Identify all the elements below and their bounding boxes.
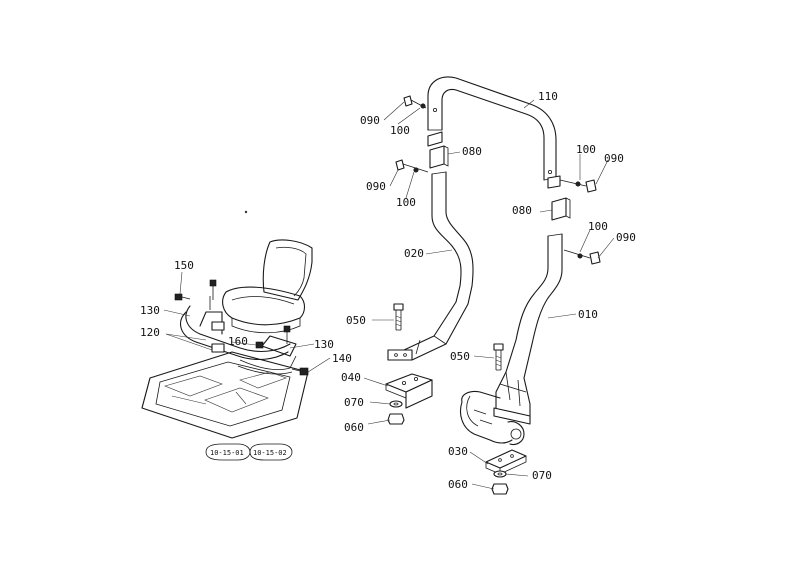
- callout-labels: 110 090 100 080 100 090 090 100 080 100 …: [140, 90, 636, 491]
- label-090-mid-left: 090: [366, 180, 386, 193]
- label-060-right: 060: [448, 478, 468, 491]
- rops-upper-bar: [427, 76, 557, 181]
- seat-brackets: [180, 296, 297, 375]
- label-100-top-left: 100: [390, 124, 410, 137]
- bolt-150: [174, 293, 191, 301]
- bracket-030: [485, 449, 527, 475]
- bolt-050-right: [493, 343, 504, 371]
- seat-assembly: [141, 239, 313, 439]
- label-090-top-right: 090: [604, 152, 624, 165]
- spacer-080-right: [547, 175, 571, 221]
- label-050-right: 050: [450, 350, 470, 363]
- label-080-right: 080: [512, 204, 532, 217]
- washer-070-left: [389, 400, 403, 408]
- label-100-top-right: 100: [576, 143, 596, 156]
- rops-right-post: [493, 233, 563, 425]
- label-120: 120: [140, 326, 160, 339]
- label-070-right: 070: [532, 469, 552, 482]
- ref-tag-left: 10-15-01: [210, 449, 244, 457]
- bolt-140: [291, 367, 309, 376]
- label-080-left: 080: [462, 145, 482, 158]
- label-130-right: 130: [314, 338, 334, 351]
- label-130-left: 130: [140, 304, 160, 317]
- seat: [222, 239, 313, 334]
- label-070-left: 070: [344, 396, 364, 409]
- label-090-top-left: 090: [360, 114, 380, 127]
- bolt-050-left: [393, 303, 404, 331]
- spacer-080-left: [427, 131, 449, 169]
- label-090-mid-right: 090: [616, 231, 636, 244]
- bolt-090-top-right: [559, 179, 597, 193]
- nut-160: [255, 341, 264, 349]
- bolt-090-top-left: [403, 95, 427, 109]
- label-160: 160: [228, 335, 248, 348]
- bolt-090-mid-right: [563, 249, 601, 265]
- label-040: 040: [341, 371, 361, 384]
- label-060-left: 060: [344, 421, 364, 434]
- nut-060-right: [491, 483, 509, 495]
- bolt-rear-seat: [283, 325, 291, 344]
- stray-dot: [244, 210, 248, 214]
- bolt-top-seat: [209, 279, 217, 300]
- nut-060-left: [387, 413, 405, 425]
- ref-tag-right: 10-15-02: [253, 449, 287, 457]
- label-020: 020: [404, 247, 424, 260]
- washer-070-right: [493, 470, 507, 478]
- axle-housing: [459, 390, 525, 446]
- label-100-mid-right: 100: [588, 220, 608, 233]
- rops-left-post: [387, 171, 474, 361]
- label-110: 110: [538, 90, 558, 103]
- label-010: 010: [578, 308, 598, 321]
- leader-lines: [163, 99, 615, 490]
- label-150: 150: [174, 259, 194, 272]
- bolt-090-mid-left: [395, 159, 429, 173]
- label-140: 140: [332, 352, 352, 365]
- label-100-mid-left: 100: [396, 196, 416, 209]
- bracket-040: [385, 373, 433, 409]
- label-050-left: 050: [346, 314, 366, 327]
- label-030: 030: [448, 445, 468, 458]
- floor-platform: [141, 351, 309, 439]
- reference-tags: 10-15-01 10-15-02: [205, 443, 293, 461]
